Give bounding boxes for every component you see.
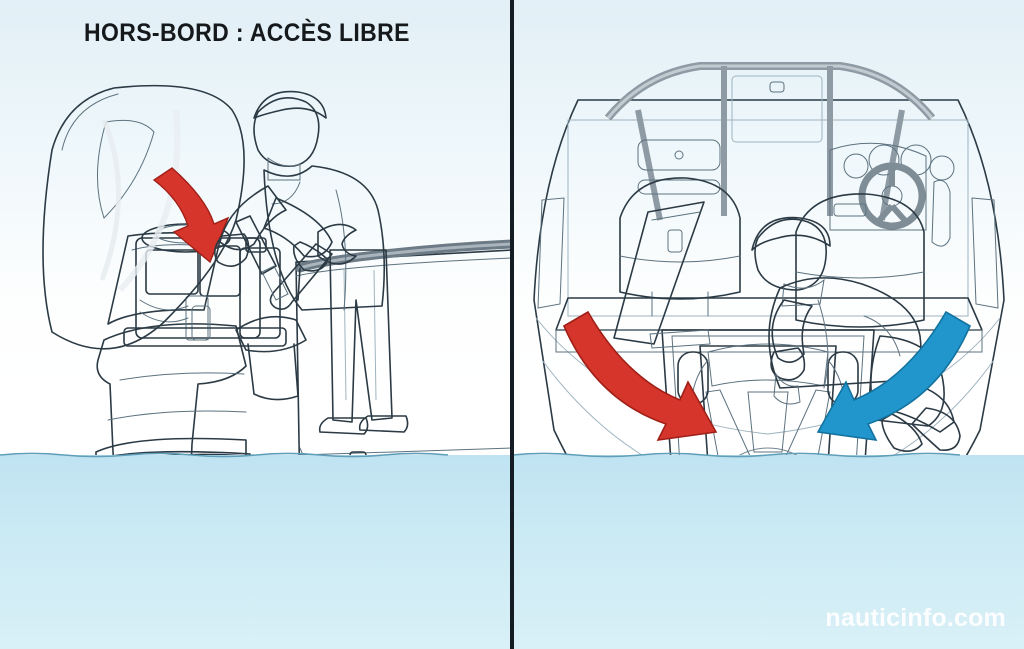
screwdriver-icon bbox=[235, 215, 289, 301]
blue-arrow-down-left-icon bbox=[816, 310, 972, 441]
steering-wheel-icon bbox=[858, 162, 926, 230]
technician-legs-left bbox=[318, 249, 409, 435]
red-arrow-down-right-icon bbox=[562, 310, 718, 441]
red-arrow-down-icon bbox=[152, 167, 230, 264]
waterline-right bbox=[512, 452, 961, 458]
wrench-icon bbox=[269, 223, 357, 310]
waterline-left bbox=[0, 452, 449, 458]
floor-hatch-open bbox=[613, 201, 711, 349]
inboard-scene-art bbox=[533, 62, 1005, 637]
technician-left bbox=[214, 90, 386, 311]
panel-divider bbox=[510, 0, 514, 649]
panel-title-outboard: HORS-BORD : ACCÈS LIBRE bbox=[84, 19, 410, 47]
outboard-cowling bbox=[42, 84, 245, 350]
outboard-bracket bbox=[235, 315, 307, 401]
water-left bbox=[0, 452, 512, 649]
water-right bbox=[512, 452, 1024, 649]
gauges bbox=[843, 144, 955, 181]
boat-interior bbox=[555, 62, 983, 353]
watermark: nauticinfo.com bbox=[825, 604, 1006, 632]
technician-right bbox=[751, 216, 961, 452]
panel-inboard: INBOARD : ACCÈS SOUS LE PLANCHER bbox=[512, 0, 1024, 649]
panel-outboard: HORS-BORD : ACCÈS LIBRE bbox=[0, 0, 512, 649]
